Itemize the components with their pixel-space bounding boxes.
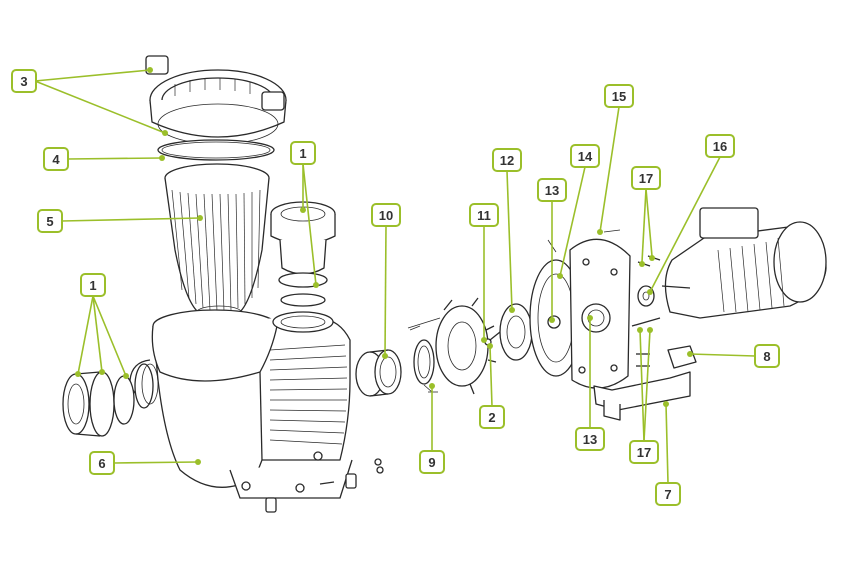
- callout-1-upper: 1: [290, 141, 319, 288]
- callout-label: 17: [639, 171, 653, 186]
- callout-label: 2: [488, 410, 495, 425]
- callout-label: 17: [637, 445, 651, 460]
- pump-body: [129, 309, 353, 499]
- callout-12: 12: [492, 148, 522, 313]
- callout-label: 4: [52, 152, 60, 167]
- bolt-set-upper: [637, 255, 661, 267]
- seal-gasket: [413, 339, 438, 393]
- callout-16: 16: [647, 134, 735, 295]
- motor: [661, 207, 827, 319]
- callout-label: 5: [46, 214, 53, 229]
- union-fitting-upper: [270, 201, 336, 307]
- diffuser: [407, 297, 497, 395]
- callout-label: 10: [379, 208, 393, 223]
- callout-2: 2: [479, 343, 505, 429]
- callout-label: 13: [583, 432, 597, 447]
- callout-1-lower: 1: [75, 273, 129, 379]
- strainer-basket: [164, 163, 270, 319]
- callout-label: 8: [763, 349, 770, 364]
- callout-label: 3: [20, 74, 27, 89]
- callout-label: 1: [299, 146, 306, 161]
- callout-17-upper: 17: [631, 166, 661, 263]
- callout-3: 3: [11, 67, 168, 136]
- callout-11: 11: [469, 203, 499, 343]
- callout-17-lower: 17: [629, 327, 659, 464]
- bolt-set-lower: [631, 317, 661, 367]
- union-fitting-lower: [62, 363, 159, 437]
- callout-9: 9: [419, 383, 445, 474]
- callout-13-upper: 13: [537, 178, 567, 323]
- callout-label: 6: [98, 456, 105, 471]
- callout-label: 12: [500, 153, 514, 168]
- callout-14: 14: [557, 144, 600, 279]
- small-screws: [265, 458, 384, 513]
- callout-5: 5: [37, 209, 203, 233]
- callout-label: 15: [612, 89, 626, 104]
- callout-label: 13: [545, 183, 559, 198]
- callout-6: 6: [89, 451, 201, 475]
- callout-4: 4: [43, 147, 165, 171]
- callout-label: 16: [713, 139, 727, 154]
- callout-label: 9: [428, 455, 435, 470]
- motor-bracket-plate: [569, 229, 631, 389]
- callout-13-lower: 13: [575, 315, 605, 451]
- callout-10: 10: [371, 203, 401, 359]
- impeller: [484, 303, 533, 361]
- callout-label: 11: [477, 208, 491, 223]
- callout-7: 7: [655, 401, 681, 506]
- lid-o-ring: [157, 139, 275, 161]
- callout-label: 14: [578, 149, 593, 164]
- outlet-ring: [355, 349, 402, 397]
- callout-8: 8: [687, 344, 780, 368]
- callout-label: 1: [89, 278, 96, 293]
- callout-15: 15: [597, 84, 634, 235]
- callout-label: 7: [664, 487, 671, 502]
